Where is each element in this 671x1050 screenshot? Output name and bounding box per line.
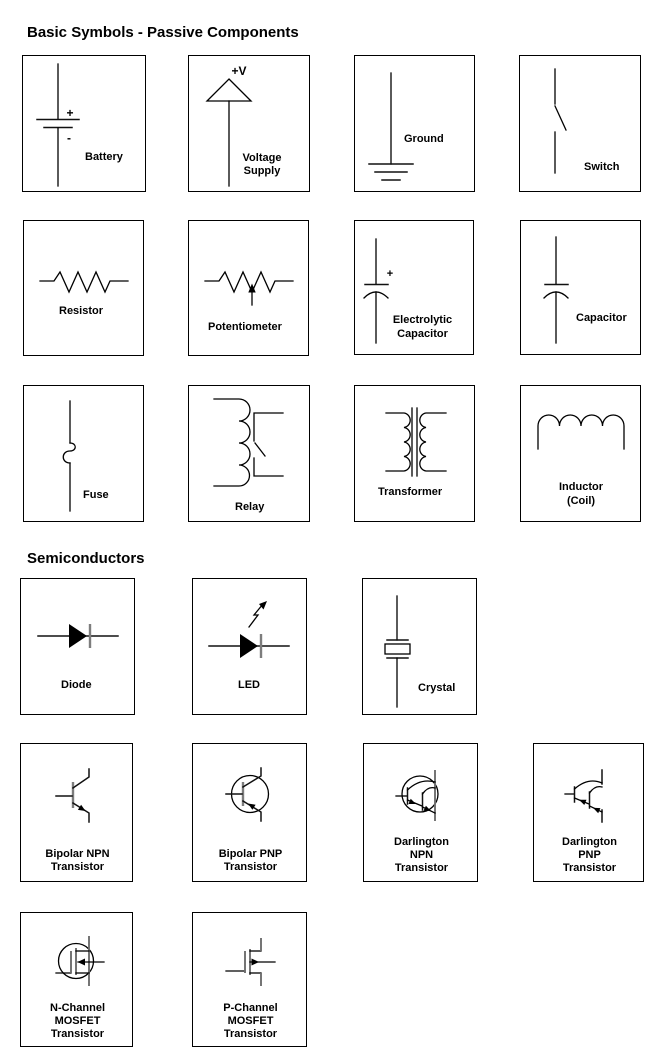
battery-symbol-icon: + - [36, 63, 80, 187]
symbol-card-n-channel-mosfet: N-Channel MOSFET Transistor [20, 912, 133, 1047]
voltage-supply-plus-v: +V [231, 64, 246, 78]
bipolar-npn-symbol-icon [55, 768, 90, 823]
switch-symbol-icon [554, 68, 567, 174]
electrolytic-capacitor-label: Electrolytic Capacitor [392, 314, 453, 340]
inductor-label: Inductor (Coil) [559, 481, 603, 507]
led-label: LED [238, 679, 260, 691]
section-title-passive-components: Basic Symbols - Passive Components [27, 24, 299, 41]
bipolar-pnp-symbol-icon [225, 767, 270, 822]
diode-label: Diode [61, 679, 92, 691]
symbol-card-fuse: Fuse [23, 385, 144, 522]
symbol-card-resistor: Resistor [23, 220, 144, 356]
switch-label: Switch [584, 161, 620, 173]
electrolytic-capacitor-symbol-icon: + [363, 238, 393, 344]
darlington-pnp-symbol-icon [564, 769, 603, 823]
led-symbol-icon [208, 601, 290, 658]
crystal-symbol-icon [384, 595, 411, 708]
relay-label: Relay [235, 501, 265, 513]
crystal-label: Crystal [418, 682, 456, 694]
symbol-card-transformer: Transformer [354, 385, 475, 522]
symbol-card-switch: Switch [519, 55, 641, 192]
symbol-card-capacitor: Capacitor [520, 220, 641, 355]
p-channel-mosfet-label: P-Channel MOSFET Transistor [223, 1002, 278, 1040]
diode-symbol-icon [37, 624, 119, 648]
transformer-label: Transformer [378, 486, 443, 498]
darlington-npn-label: Darlington NPN Transistor [394, 836, 449, 874]
relay-symbol-icon [213, 398, 284, 487]
symbol-card-diode: Diode [20, 578, 135, 715]
symbol-card-led: LED [192, 578, 307, 715]
battery-label: Battery [85, 151, 123, 163]
symbol-card-voltage-supply: +V Voltage Supply [188, 55, 310, 192]
section-title-semiconductors: Semiconductors [27, 550, 145, 567]
symbol-card-bipolar-pnp: Bipolar PNP Transistor [192, 743, 307, 882]
symbol-card-p-channel-mosfet: P-Channel MOSFET Transistor [192, 912, 307, 1047]
capacitor-label: Capacitor [576, 312, 627, 324]
bipolar-npn-label: Bipolar NPN Transistor [45, 848, 110, 873]
capacitor-symbol-icon [543, 236, 569, 344]
battery-minus-sign: - [67, 131, 71, 145]
ground-symbol-icon [368, 72, 414, 181]
symbol-card-darlington-npn: Darlington NPN Transistor [363, 743, 478, 882]
p-channel-mosfet-symbol-icon [225, 938, 276, 986]
transformer-symbol-icon [385, 407, 447, 477]
symbol-card-potentiometer: Potentiometer [188, 220, 309, 356]
symbol-card-crystal: Crystal [362, 578, 477, 715]
symbol-card-battery: + - Battery [22, 55, 146, 192]
resistor-symbol-icon [39, 270, 129, 294]
potentiometer-label: Potentiometer [208, 321, 282, 333]
symbol-card-ground: Ground [354, 55, 475, 192]
darlington-pnp-label: Darlington PNP Transistor [562, 836, 617, 874]
potentiometer-symbol-icon [204, 270, 294, 306]
ground-label: Ground [404, 133, 444, 145]
resistor-label: Resistor [59, 305, 104, 317]
electrolytic-plus-sign: + [387, 268, 393, 280]
voltage-supply-symbol-icon: +V [205, 64, 253, 187]
symbol-card-relay: Relay [188, 385, 310, 522]
bipolar-pnp-label: Bipolar PNP Transistor [218, 848, 283, 873]
n-channel-mosfet-symbol-icon [55, 936, 105, 986]
symbol-card-darlington-pnp: Darlington PNP Transistor [533, 743, 644, 882]
symbol-card-electrolytic-capacitor: + Electrolytic Capacitor [354, 220, 474, 355]
fuse-label: Fuse [83, 489, 109, 501]
voltage-supply-label: Voltage Supply [242, 152, 282, 177]
darlington-npn-symbol-icon [395, 770, 439, 821]
fuse-symbol-icon [62, 400, 76, 512]
inductor-symbol-icon [537, 414, 625, 450]
battery-plus-sign: + [66, 106, 73, 120]
symbol-card-bipolar-npn: Bipolar NPN Transistor [20, 743, 133, 882]
symbol-card-inductor: Inductor (Coil) [520, 385, 641, 522]
n-channel-mosfet-label: N-Channel MOSFET Transistor [50, 1002, 105, 1040]
